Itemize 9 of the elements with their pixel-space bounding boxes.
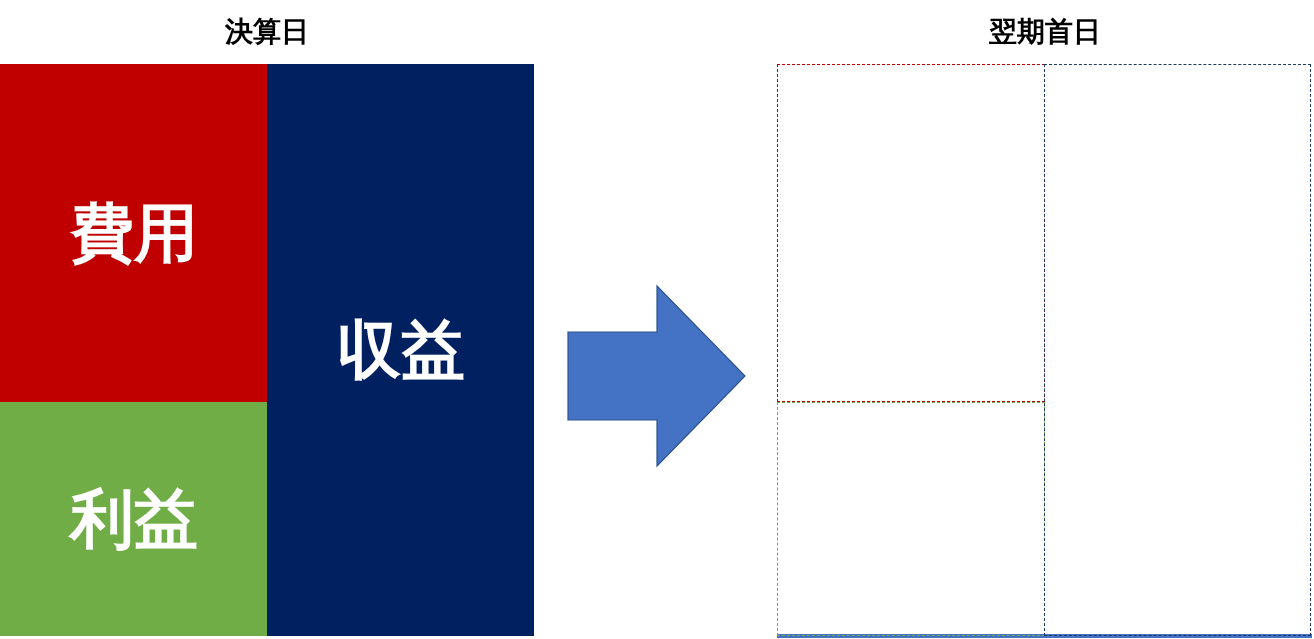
heading: 決算日 bbox=[224, 14, 310, 50]
block-arrow bbox=[567, 284, 746, 468]
heading: 翌期首日 bbox=[987, 14, 1102, 50]
empty-box bbox=[777, 64, 1045, 402]
empty-box bbox=[777, 402, 1045, 636]
account-block: 費用 bbox=[0, 64, 267, 402]
account-block: 利益 bbox=[0, 402, 267, 636]
account-block: 収益 bbox=[267, 64, 534, 636]
empty-box bbox=[1044, 64, 1311, 636]
